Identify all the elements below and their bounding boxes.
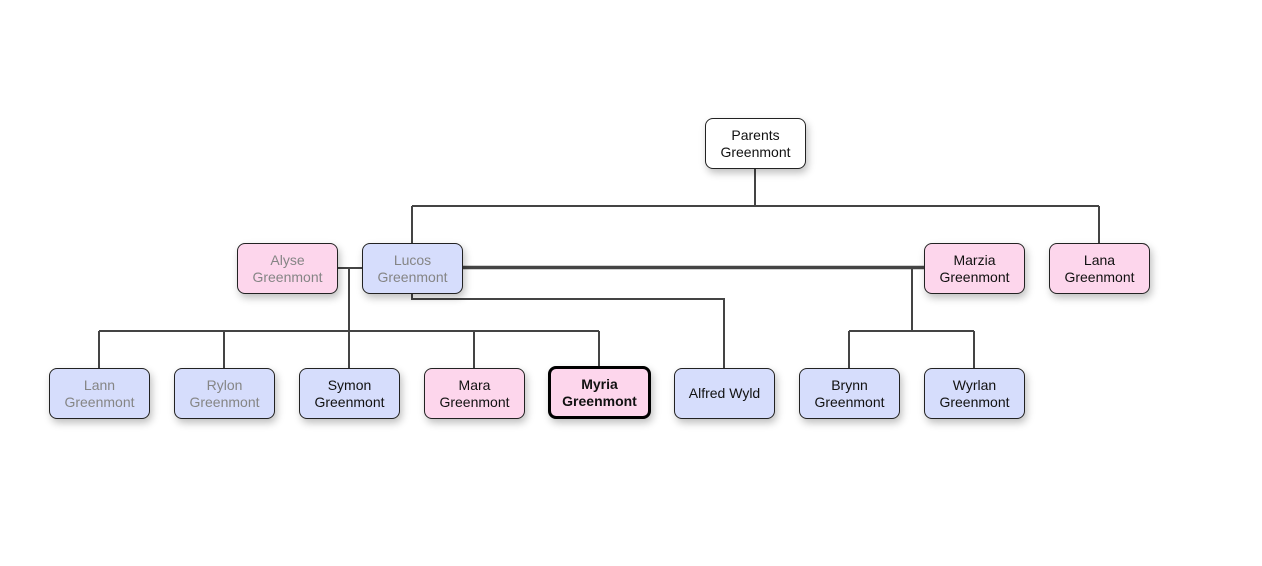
node-first-name: Lann [83, 376, 116, 393]
node-first-name: Marzia [953, 251, 996, 268]
node-last-name: Greenmont [939, 268, 1010, 285]
node-last-name: Greenmont [64, 393, 135, 410]
node-last-name: Greenmont [814, 393, 885, 410]
lucos-alfred-link [411, 293, 725, 368]
node-last-name: Greenmont [377, 268, 448, 285]
node-first-name: Lucos [393, 251, 432, 268]
node-first-name: Rylon [206, 376, 243, 393]
node-last-name: Greenmont [252, 268, 323, 285]
node-last-name: Greenmont [720, 143, 791, 160]
node-last-name: Greenmont [314, 393, 385, 410]
node-last-name: Greenmont [562, 392, 637, 409]
node-last-name: Greenmont [439, 393, 510, 410]
node-first-name: Parents [731, 126, 780, 143]
node-first-name: Myria [581, 375, 618, 392]
node-last-name: Greenmont [939, 393, 1010, 410]
node-first-name: Symon [327, 376, 372, 393]
node-first-name: Lana [1083, 251, 1116, 268]
node-name: Alfred Wyld [688, 385, 761, 401]
node-first-name: Wyrlan [952, 376, 997, 393]
parents-children-link [411, 168, 1100, 243]
node-first-name: Alyse [270, 251, 305, 268]
node-first-name: Mara [458, 376, 491, 393]
alyse-lucos-children-link [98, 268, 600, 368]
node-last-name: Greenmont [1064, 268, 1135, 285]
node-alfred-wyld[interactable]: Alfred Wyld [674, 368, 775, 419]
marzia-children-link [848, 268, 975, 368]
node-first-name: Brynn [831, 376, 868, 393]
node-last-name: Greenmont [189, 393, 260, 410]
